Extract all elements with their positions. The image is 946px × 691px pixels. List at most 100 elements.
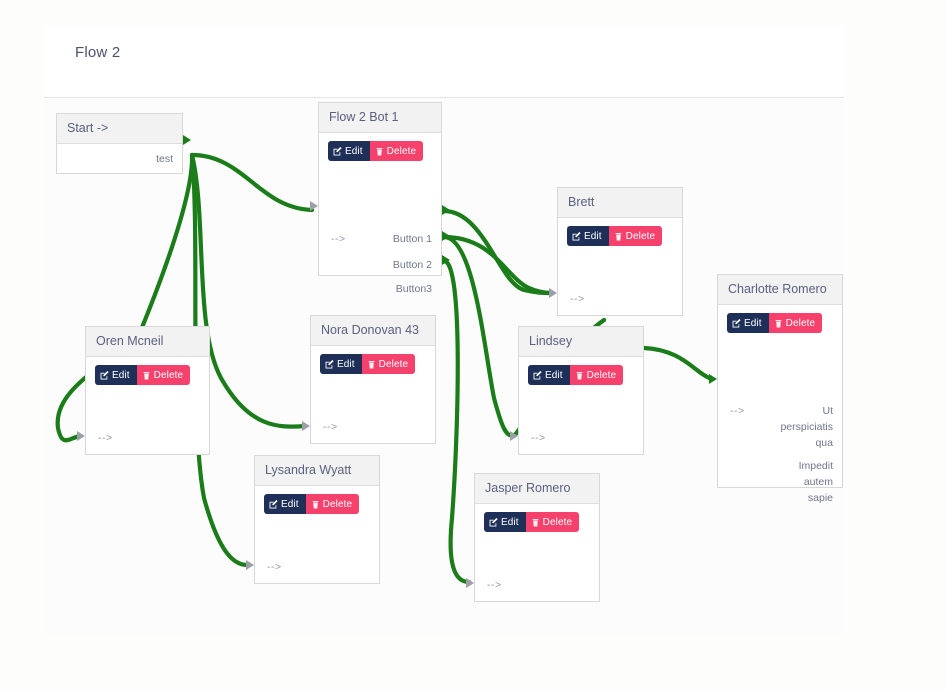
node-body: Edit Delete --> [475, 504, 599, 602]
trash-icon [532, 518, 538, 526]
input-arrow-icon [510, 431, 518, 441]
edit-pencil-icon [732, 318, 741, 327]
node-jasper-romero[interactable]: Jasper Romero Edit [474, 473, 600, 602]
node-body: Edit Delete --> Button 1 Button 2 Button… [319, 133, 441, 295]
edit-button[interactable]: Edit [567, 226, 609, 246]
node-action-buttons: Edit Delete [311, 346, 435, 376]
edit-button-label: Edit [337, 358, 355, 370]
node-title: Charlotte Romero [718, 275, 842, 305]
input-arrow-icon [302, 421, 310, 431]
input-arrow-icon [246, 560, 254, 570]
node-charlotte-romero[interactable]: Charlotte Romero Edit [717, 274, 843, 504]
trash-icon [615, 232, 621, 240]
output-port-button-1[interactable]: Button 1 [392, 233, 432, 245]
output-port-test[interactable]: test [156, 153, 173, 165]
edit-button[interactable]: Edit [95, 365, 137, 385]
edit-button[interactable]: Edit [328, 141, 370, 161]
edit-button[interactable]: Edit [484, 512, 526, 532]
delete-button[interactable]: Delete [525, 512, 580, 532]
delete-button-label: Delete [625, 230, 656, 242]
node-action-buttons: Edit Delete [519, 357, 643, 387]
edit-button[interactable]: Edit [528, 365, 570, 385]
output-port-button-2[interactable]: Button 2 [392, 259, 432, 271]
message-line: autem [803, 476, 833, 488]
node-oren-mcneil[interactable]: Oren Mcneil Edit [85, 326, 210, 455]
edge-button2-to-brett [441, 234, 555, 296]
message-line: perspiciatis [780, 421, 833, 433]
delete-button[interactable]: Delete [361, 354, 416, 374]
node-title: Lindsey [519, 327, 643, 357]
edit-button-label: Edit [584, 230, 602, 242]
delete-button-label: Delete [542, 516, 573, 528]
input-port-label[interactable]: --> [267, 561, 282, 573]
input-arrow-icon [549, 288, 557, 298]
flow-header-panel: Flow 2 [44, 25, 844, 97]
node-title: Nora Donovan 43 [311, 316, 435, 346]
delete-button-label: Delete [586, 369, 617, 381]
edit-button-label: Edit [281, 498, 299, 510]
output-arrow-icon [442, 205, 450, 215]
edit-pencil-icon [572, 231, 581, 240]
input-arrow-icon [310, 201, 318, 211]
edit-button[interactable]: Edit [264, 494, 306, 514]
input-port-label[interactable]: --> [487, 579, 502, 591]
node-body: Edit Delete --> [558, 218, 682, 316]
node-start[interactable]: Start -> test [56, 113, 183, 174]
node-body: Edit Delete --> [255, 486, 379, 584]
edit-button-label: Edit [744, 317, 762, 329]
flow-canvas[interactable]: Start -> test Flow 2 Bot 1 Edit [44, 97, 844, 636]
edge-start-to-flow2bot1 [189, 152, 315, 213]
delete-button[interactable]: Delete [569, 365, 624, 385]
node-title: Brett [558, 188, 682, 218]
input-port-label[interactable]: --> [323, 421, 338, 433]
trash-icon [376, 147, 382, 155]
delete-button-label: Delete [386, 145, 417, 157]
edit-button-label: Edit [545, 369, 563, 381]
trash-icon [576, 371, 582, 379]
input-port-label[interactable]: --> [730, 405, 745, 417]
node-action-buttons: Edit Delete [86, 357, 209, 387]
node-title: Oren Mcneil [86, 327, 209, 357]
message-line: Impedit [798, 460, 833, 472]
delete-button-label: Delete [378, 358, 409, 370]
input-port-label[interactable]: --> [331, 233, 346, 245]
output-port-button-3[interactable]: Button3 [395, 283, 432, 295]
trash-icon [775, 319, 781, 327]
input-port-label[interactable]: --> [570, 293, 585, 305]
edge-button1-to-brett [441, 208, 555, 296]
delete-button[interactable]: Delete [768, 313, 823, 333]
edit-pencil-icon [533, 370, 542, 379]
node-body: Edit Delete --> [519, 357, 643, 455]
node-lindsey[interactable]: Lindsey Edit De [518, 326, 644, 455]
node-nora-donovan[interactable]: Nora Donovan 43 Edit [310, 315, 436, 444]
node-lysandra-wyatt[interactable]: Lysandra Wyatt Edit [254, 455, 380, 584]
edge-button3-to-jasper [441, 258, 472, 585]
trash-icon [368, 360, 374, 368]
delete-button-label: Delete [785, 317, 816, 329]
node-body: test [57, 144, 182, 172]
delete-button-label: Delete [322, 498, 353, 510]
input-port-label[interactable]: --> [98, 432, 113, 444]
delete-button[interactable]: Delete [369, 141, 424, 161]
delete-button[interactable]: Delete [305, 494, 360, 514]
message-line: qua [815, 437, 833, 449]
node-title: Start -> [57, 114, 182, 144]
output-arrow-icon [183, 135, 191, 145]
node-brett[interactable]: Brett Edit Dele [557, 187, 683, 316]
output-arrow-icon [442, 231, 450, 241]
input-port-label[interactable]: --> [531, 432, 546, 444]
node-flow2bot1[interactable]: Flow 2 Bot 1 Edit [318, 102, 442, 295]
page-title: Flow 2 [75, 44, 121, 61]
delete-button[interactable]: Delete [136, 365, 191, 385]
node-title: Lysandra Wyatt [255, 456, 379, 486]
node-action-buttons: Edit Delete [718, 305, 842, 335]
delete-button[interactable]: Delete [608, 226, 663, 246]
node-action-buttons: Edit Delete [255, 486, 379, 516]
edit-button[interactable]: Edit [320, 354, 362, 374]
edit-button-label: Edit [112, 369, 130, 381]
edit-pencil-icon [100, 370, 109, 379]
trash-icon [143, 371, 149, 379]
edit-button[interactable]: Edit [727, 313, 769, 333]
node-title: Jasper Romero [475, 474, 599, 504]
